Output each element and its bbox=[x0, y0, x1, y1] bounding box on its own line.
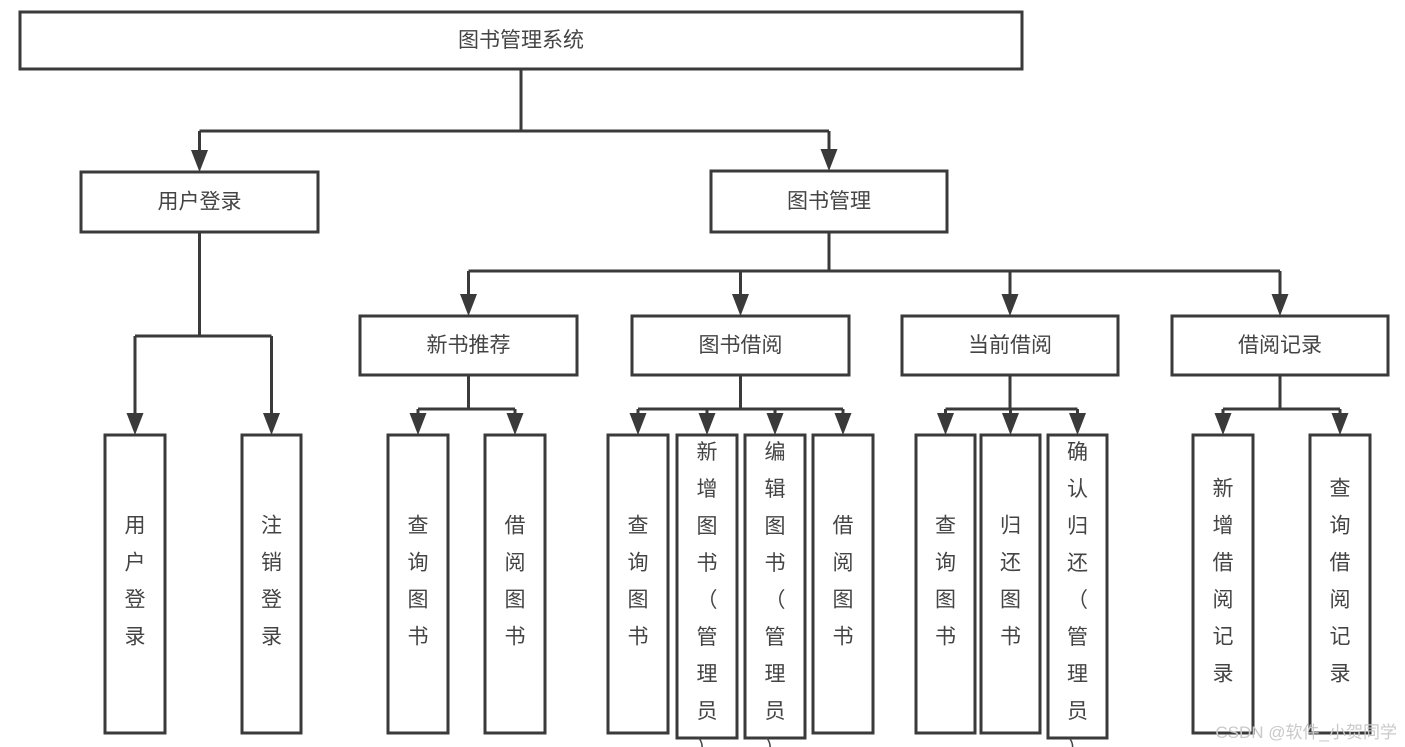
node-box-new-book-rec[interactable] bbox=[358, 314, 579, 377]
node-box-leaf-user-login[interactable] bbox=[103, 433, 167, 735]
arrow-head-icon bbox=[629, 413, 647, 435]
node-label-new-book-rec: 新书推荐 bbox=[427, 334, 511, 357]
arrow-head-icon bbox=[937, 413, 954, 435]
node-leaf-return-book[interactable]: 归还图书 bbox=[979, 433, 1042, 735]
node-leaf-borrow-book-1[interactable]: 借阅图书 bbox=[483, 433, 547, 735]
connector-group bbox=[1214, 375, 1349, 435]
arrow-head-icon bbox=[698, 413, 716, 435]
connector-group bbox=[937, 375, 1086, 435]
node-label-leaf-query-record: 查询借阅记录 bbox=[1330, 478, 1351, 686]
connector-group bbox=[126, 232, 280, 435]
node-box-leaf-logout[interactable] bbox=[240, 433, 303, 735]
arrow-head-icon bbox=[1002, 413, 1019, 435]
connector-group bbox=[629, 375, 852, 435]
connector-layer bbox=[126, 69, 1349, 435]
arrow-head-icon bbox=[1331, 413, 1349, 435]
node-label-leaf-add-record: 新增借阅记录 bbox=[1213, 478, 1234, 686]
node-label-leaf-user-login: 用户登录 bbox=[125, 515, 146, 649]
node-book-manage[interactable]: 图书管理 bbox=[709, 169, 949, 234]
node-user-login[interactable]: 用户登录 bbox=[79, 170, 320, 234]
csdn-watermark: CSDN @软件_小贺同学 bbox=[1215, 723, 1397, 742]
arrow-head-icon bbox=[1214, 413, 1232, 435]
node-label-leaf-add-book: 新增图书（管理员） bbox=[697, 441, 718, 747]
node-label-book-manage: 图书管理 bbox=[787, 190, 871, 213]
node-label-leaf-logout: 注销登录 bbox=[261, 515, 282, 649]
node-box-leaf-return-book[interactable] bbox=[979, 433, 1042, 735]
arrow-head-icon bbox=[409, 413, 427, 435]
arrow-head-icon bbox=[1001, 294, 1019, 316]
node-label-leaf-borrow-book-1: 借阅图书 bbox=[505, 515, 526, 649]
node-box-root[interactable] bbox=[18, 10, 1024, 71]
node-box-leaf-add-record[interactable] bbox=[1191, 433, 1255, 735]
arrow-head-icon bbox=[126, 413, 144, 435]
connector-group bbox=[191, 69, 838, 172]
arrow-head-icon bbox=[820, 149, 838, 171]
node-label-user-login: 用户登录 bbox=[158, 191, 242, 214]
node-box-book-manage[interactable] bbox=[709, 169, 949, 234]
node-box-current-borrow[interactable] bbox=[900, 314, 1120, 377]
node-new-book-rec[interactable]: 新书推荐 bbox=[358, 314, 579, 377]
arrow-head-icon bbox=[766, 413, 784, 435]
node-leaf-query-record[interactable]: 查询借阅记录 bbox=[1308, 433, 1372, 735]
node-label-borrow-record: 借阅记录 bbox=[1238, 334, 1322, 357]
node-label-book-borrow: 图书借阅 bbox=[699, 334, 783, 357]
arrow-head-icon bbox=[1069, 413, 1086, 435]
node-leaf-query-book-2[interactable]: 查询图书 bbox=[606, 433, 670, 735]
node-box-borrow-record[interactable] bbox=[1170, 314, 1390, 377]
node-box-leaf-borrow-book-2[interactable] bbox=[811, 433, 875, 735]
node-borrow-record[interactable]: 借阅记录 bbox=[1170, 314, 1390, 377]
arrow-head-icon bbox=[263, 413, 280, 435]
node-book-borrow[interactable]: 图书借阅 bbox=[630, 314, 851, 377]
node-box-leaf-query-book-1[interactable] bbox=[386, 433, 450, 735]
node-leaf-edit-book[interactable]: 编辑图书（管理员） bbox=[743, 433, 807, 747]
node-label-leaf-query-book-3: 查询图书 bbox=[935, 515, 956, 649]
node-box-book-borrow[interactable] bbox=[630, 314, 851, 377]
connector-group bbox=[460, 232, 1289, 316]
arrow-head-icon bbox=[506, 413, 524, 435]
arrow-head-icon bbox=[460, 294, 477, 316]
node-box-leaf-query-book-3[interactable] bbox=[914, 433, 977, 735]
node-box-leaf-add-book[interactable] bbox=[675, 433, 739, 740]
connector-group bbox=[409, 375, 524, 435]
node-box-leaf-query-book-2[interactable] bbox=[606, 433, 670, 735]
node-leaf-user-login[interactable]: 用户登录 bbox=[103, 433, 167, 735]
arrow-head-icon bbox=[732, 294, 749, 316]
node-leaf-logout[interactable]: 注销登录 bbox=[240, 433, 303, 735]
node-box-leaf-edit-book[interactable] bbox=[743, 433, 807, 740]
node-label-leaf-query-book-2: 查询图书 bbox=[628, 515, 649, 649]
node-leaf-query-book-3[interactable]: 查询图书 bbox=[914, 433, 977, 735]
node-label-root: 图书管理系统 bbox=[458, 29, 584, 52]
node-root[interactable]: 图书管理系统 bbox=[18, 10, 1024, 71]
node-leaf-query-book-1[interactable]: 查询图书 bbox=[386, 433, 450, 735]
node-leaf-add-book[interactable]: 新增图书（管理员） bbox=[675, 433, 739, 747]
node-label-leaf-edit-book: 编辑图书（管理员） bbox=[765, 441, 786, 747]
node-leaf-confirm-return[interactable]: 确认归还（管理员） bbox=[1046, 433, 1109, 747]
node-layer: 图书管理系统用户登录图书管理新书推荐图书借阅当前借阅借阅记录用户登录注销登录查询… bbox=[18, 10, 1390, 747]
node-label-leaf-confirm-return: 确认归还（管理员） bbox=[1067, 441, 1088, 747]
node-label-leaf-borrow-book-2: 借阅图书 bbox=[833, 515, 854, 649]
node-label-leaf-return-book: 归还图书 bbox=[1000, 515, 1021, 649]
node-box-leaf-query-record[interactable] bbox=[1308, 433, 1372, 735]
node-label-current-borrow: 当前借阅 bbox=[968, 334, 1052, 357]
node-box-leaf-borrow-book-1[interactable] bbox=[483, 433, 547, 735]
arrow-head-icon bbox=[191, 150, 208, 172]
node-leaf-borrow-book-2[interactable]: 借阅图书 bbox=[811, 433, 875, 735]
node-label-leaf-query-book-1: 查询图书 bbox=[408, 515, 429, 649]
node-box-user-login[interactable] bbox=[79, 170, 320, 234]
arrow-head-icon bbox=[1271, 294, 1289, 316]
node-box-leaf-confirm-return[interactable] bbox=[1046, 433, 1109, 740]
node-current-borrow[interactable]: 当前借阅 bbox=[900, 314, 1120, 377]
node-leaf-add-record[interactable]: 新增借阅记录 bbox=[1191, 433, 1255, 735]
arrow-head-icon bbox=[834, 413, 852, 435]
